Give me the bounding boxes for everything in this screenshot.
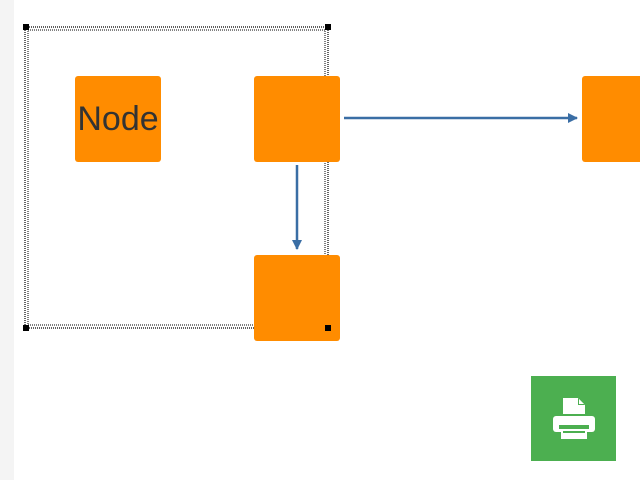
selection-handle-bottom-left[interactable] — [23, 325, 29, 331]
printer-icon — [552, 397, 595, 439]
left-panel-edge — [0, 0, 14, 480]
node-3[interactable] — [582, 76, 640, 162]
selection-handle-top-right[interactable] — [325, 24, 331, 30]
node-2[interactable] — [254, 76, 340, 162]
diagram-svg — [24, 26, 578, 329]
group-selection-outline-inner — [27, 29, 326, 326]
node-1[interactable]: Node — [75, 76, 161, 162]
node-1-label: Node — [77, 99, 159, 138]
selection-handle-top-left[interactable] — [23, 24, 29, 30]
selection-handle-bottom-right[interactable] — [325, 325, 331, 331]
print-button[interactable] — [531, 376, 616, 461]
diagram-canvas[interactable]: Node — [14, 0, 640, 480]
